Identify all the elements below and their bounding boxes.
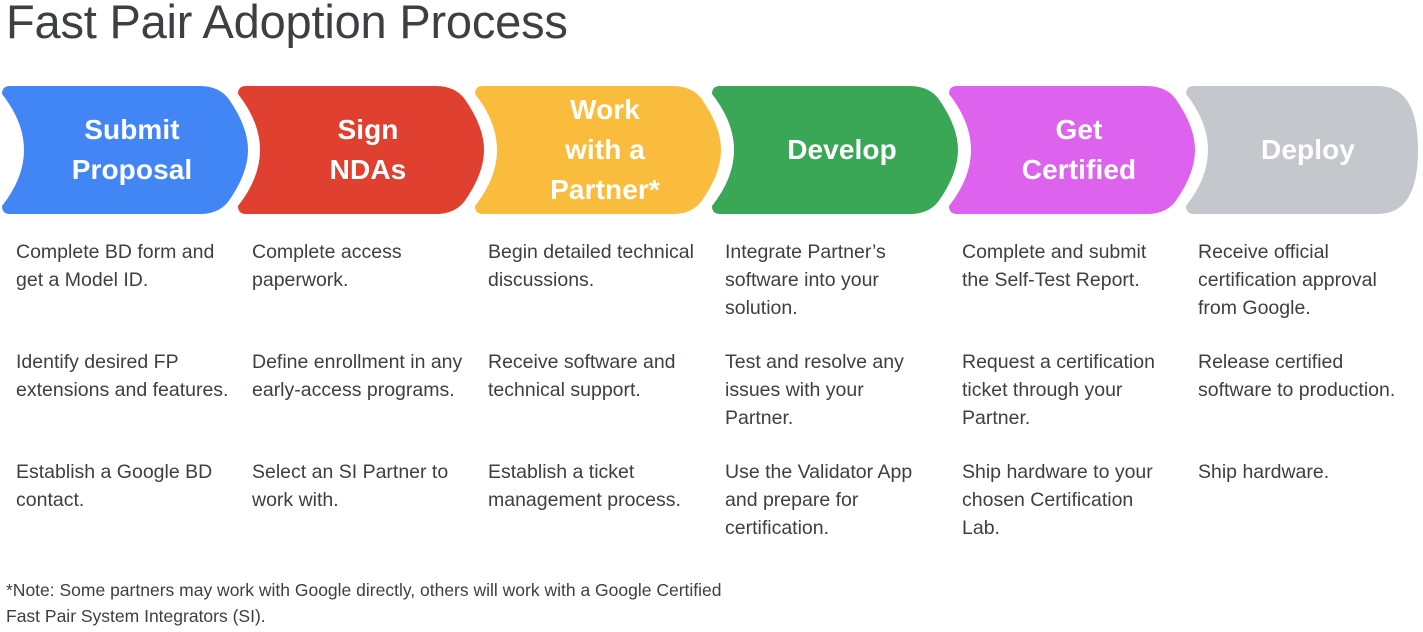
process-step-label: Deploy — [1261, 134, 1355, 166]
details-row-2: Identify desired FP extensions and featu… — [0, 348, 1423, 458]
process-step-label: Work with a Partner* — [550, 94, 660, 205]
process-step-2[interactable]: Sign NDAs — [238, 86, 484, 214]
process-step-1[interactable]: Submit Proposal — [2, 86, 248, 214]
detail-item: Use the Validator App and prepare for ce… — [725, 461, 913, 540]
detail-item: Request a certification ticket through y… — [962, 351, 1155, 430]
detail-item: Establish a Google BD contact. — [16, 461, 213, 512]
process-band: Submit Proposal Sign NDAs Work with a Pa… — [0, 86, 1423, 214]
process-step-6[interactable]: Deploy — [1186, 86, 1418, 214]
detail-item: Integrate Partner’s software into your s… — [725, 241, 886, 320]
rounded-end-shape-icon — [1186, 86, 1418, 214]
page-title: Fast Pair Adoption Process — [6, 0, 568, 48]
details-row-1: Complete BD form and get a Model ID. Com… — [0, 238, 1423, 348]
detail-item: Identify desired FP extensions and featu… — [16, 351, 229, 402]
footnote: *Note: Some partners may work with Googl… — [6, 580, 722, 626]
process-step-label: Sign NDAs — [329, 114, 407, 185]
chevron-shape-icon — [238, 86, 484, 214]
detail-item: Receive software and technical support. — [488, 351, 676, 402]
detail-item: Receive official certification approval … — [1198, 241, 1377, 320]
chevron-shape-icon — [949, 86, 1195, 214]
details-grid: Complete BD form and get a Model ID. Com… — [0, 238, 1423, 568]
chevron-shape-icon — [2, 86, 248, 214]
chevron-shape-icon — [712, 86, 958, 214]
chevron-shape-icon — [475, 86, 721, 214]
detail-item: Complete access paperwork. — [252, 241, 402, 292]
detail-item: Establish a ticket management process. — [488, 461, 681, 512]
detail-item: Define enrollment in any early-access pr… — [252, 351, 463, 402]
detail-item: Complete and submit the Self-Test Report… — [962, 241, 1147, 292]
process-step-5[interactable]: Get Certified — [949, 86, 1195, 214]
detail-item: Ship hardware. — [1198, 461, 1330, 483]
detail-item: Release certified software to production… — [1198, 351, 1396, 402]
process-step-label: Develop — [787, 134, 897, 166]
process-step-3[interactable]: Work with a Partner* — [475, 86, 721, 214]
detail-item: Complete BD form and get a Model ID. — [16, 241, 215, 292]
detail-item: Begin detailed technical discussions. — [488, 241, 694, 292]
detail-item: Test and resolve any issues with your Pa… — [725, 351, 904, 430]
process-step-label: Submit Proposal — [71, 114, 193, 185]
process-step-label: Get Certified — [1021, 114, 1137, 185]
detail-item: Ship hardware to your chosen Certificati… — [962, 461, 1153, 540]
details-row-3: Establish a Google BD contact. Select an… — [0, 458, 1423, 568]
process-step-4[interactable]: Develop — [712, 86, 958, 214]
detail-item: Select an SI Partner to work with. — [252, 461, 449, 512]
